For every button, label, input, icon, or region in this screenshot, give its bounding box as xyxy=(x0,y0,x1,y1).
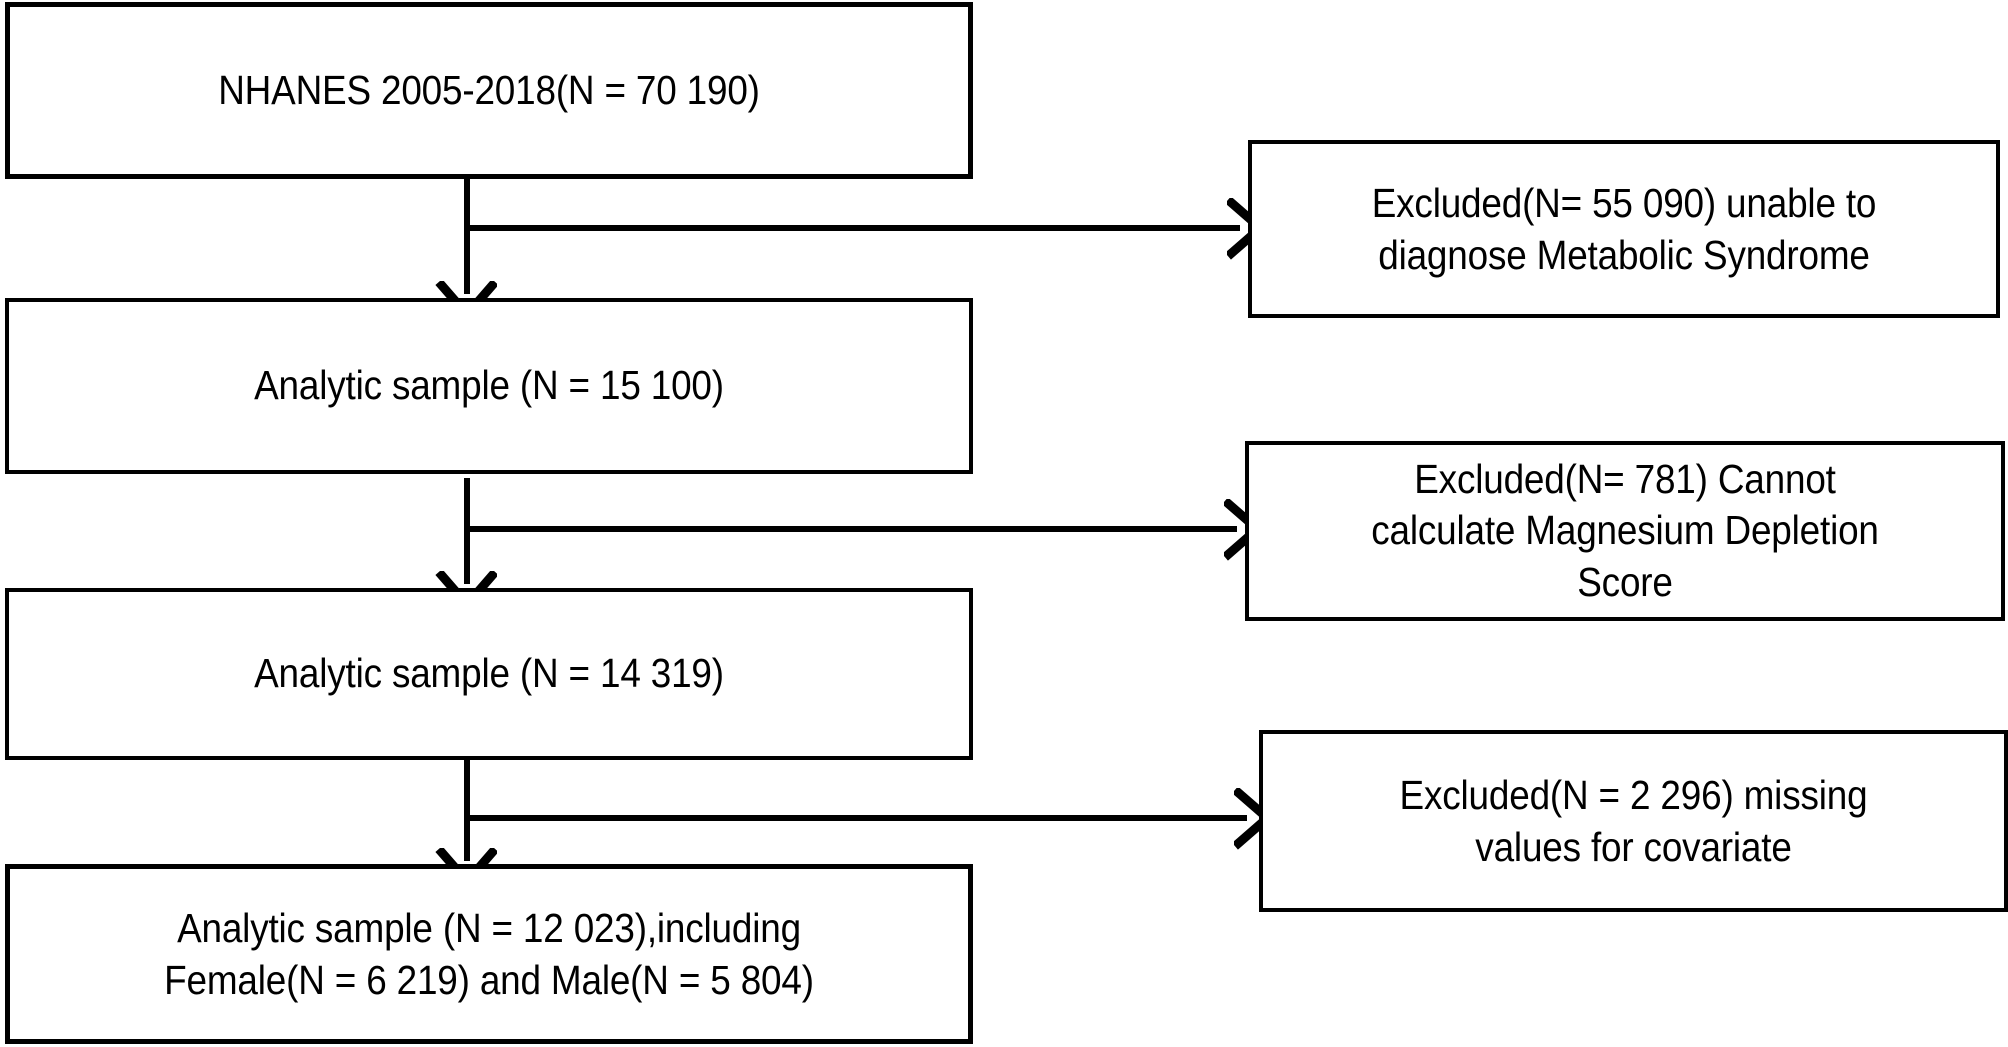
node-source-population-label: NHANES 2005-2018(N = 70 190) xyxy=(218,66,760,113)
node-analytic-sample-2: Analytic sample (N = 14 319) xyxy=(5,588,973,760)
node-analytic-sample-final-label: Analytic sample (N = 12 023),including F… xyxy=(164,904,814,1003)
node-analytic-sample-final: Analytic sample (N = 12 023),including F… xyxy=(5,864,973,1044)
node-excluded-3: Excluded(N = 2 296) missing values for c… xyxy=(1259,730,2008,912)
node-analytic-sample-2-label: Analytic sample (N = 14 319) xyxy=(254,650,724,697)
node-excluded-1-label: Excluded(N= 55 090) unable to diagnose M… xyxy=(1371,179,1877,278)
node-excluded-1: Excluded(N= 55 090) unable to diagnose M… xyxy=(1248,140,2000,318)
node-excluded-2-label: Excluded(N= 781) Cannot calculate Magnes… xyxy=(1371,455,1879,605)
node-analytic-sample-1: Analytic sample (N = 15 100) xyxy=(5,298,973,474)
node-analytic-sample-1-label: Analytic sample (N = 15 100) xyxy=(254,362,724,409)
node-excluded-3-label: Excluded(N = 2 296) missing values for c… xyxy=(1399,771,1868,870)
node-excluded-2: Excluded(N= 781) Cannot calculate Magnes… xyxy=(1245,441,2005,621)
node-source-population: NHANES 2005-2018(N = 70 190) xyxy=(5,2,973,179)
